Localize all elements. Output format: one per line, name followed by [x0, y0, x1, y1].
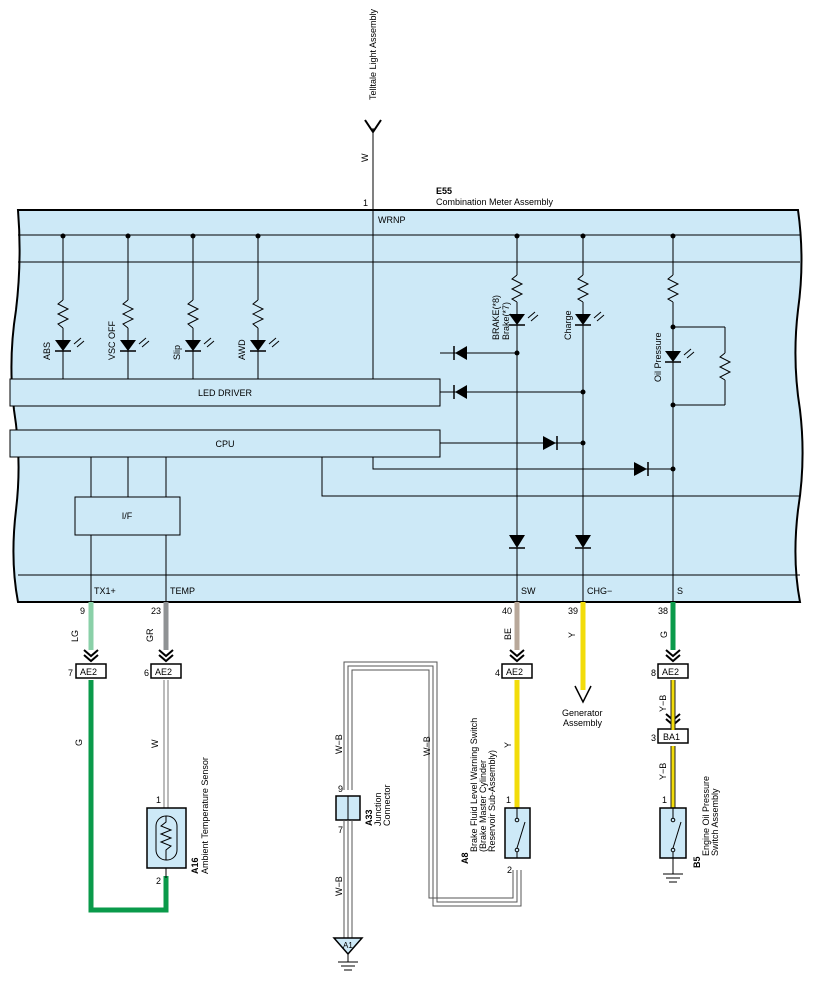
a8-line1: Brake Fluid Level Warning Switch — [469, 718, 479, 852]
generator-arrow — [574, 685, 592, 704]
connector-ae2b — [150, 649, 182, 679]
conn-ae2c-label: AE2 — [506, 667, 523, 677]
led-awd-label: AWD — [237, 339, 247, 360]
a33-line1: Junction — [373, 792, 383, 826]
a8-code: A8 — [460, 852, 470, 864]
ground-a1-triangle — [332, 937, 364, 956]
led-charge-label: Charge — [563, 310, 573, 340]
b5-line1: Engine Oil Pressure — [701, 776, 711, 856]
a16-code: A16 — [190, 857, 200, 874]
conn-ae2a-label: AE2 — [80, 667, 97, 677]
pin-sw-name: SW — [521, 586, 536, 596]
generator-line1: Generator — [562, 708, 603, 718]
wire-s-label: G — [659, 631, 669, 638]
pin-chg-name: CHG− — [587, 586, 612, 596]
led-vsc-label: VSC OFF — [107, 320, 117, 360]
pin-s-name: S — [677, 586, 683, 596]
connector-group — [75, 649, 689, 744]
pin-temp-name: TEMP — [170, 586, 195, 596]
led-abs-label: ABS — [42, 342, 52, 360]
b5-line2: Switch Assembly — [710, 788, 720, 856]
charge-cpu-diode — [543, 436, 556, 450]
wire-g-label: G — [74, 739, 84, 746]
conn-ae2d-label: AE2 — [662, 667, 679, 677]
meter-name: Combination Meter Assembly — [436, 197, 554, 207]
ground-a1-label: A1 — [343, 941, 353, 950]
wire-g-loop — [88, 680, 169, 913]
b5-pin1: 1 — [662, 795, 667, 805]
conn-ae2d-pin: 8 — [651, 668, 656, 678]
a8-pin1: 1 — [506, 795, 511, 805]
wire-be-label: BE — [503, 628, 513, 640]
generator-line2: Assembly — [563, 718, 603, 728]
pin-sw-num: 40 — [502, 606, 512, 616]
if-block — [74, 496, 181, 536]
if-label: I/F — [122, 511, 133, 521]
conn-ae2a-pin: 7 — [68, 668, 73, 678]
conn-ba1-label: BA1 — [663, 732, 680, 742]
a8-line3: Reservoir Sub-Assembly) — [487, 750, 497, 852]
a8-wire-label: Y — [503, 742, 513, 748]
a16-name: Ambient Temperature Sensor — [200, 757, 210, 874]
b5-wire-label-2: Y−B — [658, 763, 668, 780]
led-awd: AWD — [237, 233, 280, 379]
wire-w-label: W — [150, 739, 160, 748]
led-vsc: VSC OFF — [107, 233, 150, 379]
led-slip-label: Slip — [172, 345, 182, 360]
brake-driver-diode — [455, 346, 467, 360]
led-slip: Slip — [172, 233, 215, 379]
b5-wire-label-1: Y−B — [658, 695, 668, 712]
pin-tx-name: TX1+ — [94, 586, 116, 596]
pin-s-num: 38 — [658, 606, 668, 616]
a16-pin1: 1 — [156, 795, 161, 805]
connector-ae2d — [657, 649, 689, 679]
charge-driver-diode — [455, 385, 467, 399]
a33-pin-top: 9 — [338, 784, 343, 794]
wire-lg-label: LG — [70, 630, 80, 642]
a33-wire-top: W−B — [334, 734, 344, 754]
pin-temp-num: 23 — [151, 606, 161, 616]
led-driver-label: LED DRIVER — [198, 388, 253, 398]
conn-ae2b-label: AE2 — [155, 667, 172, 677]
left-led-group: ABS VSC OFF Slip AWD — [42, 233, 280, 379]
cpu-label: CPU — [215, 439, 234, 449]
brake-column — [509, 233, 539, 602]
wb-loop-wire — [343, 661, 522, 907]
a33-pin-bottom: 7 — [338, 825, 343, 835]
wire-gr-label: GR — [145, 628, 155, 642]
oil-column — [665, 233, 732, 602]
telltale-label: Telltale Light Assembly — [368, 8, 378, 100]
led-brake-label-1: BRAKE(*8) — [491, 295, 501, 340]
a16-pin2: 2 — [156, 876, 161, 886]
a8-pin2: 2 — [507, 865, 512, 875]
b5-code: B5 — [692, 856, 702, 868]
a33-line2: Connector — [382, 784, 392, 826]
led-abs: ABS — [42, 233, 85, 379]
meter-code: E55 — [436, 186, 452, 196]
a33-wire-loop: W−B — [422, 736, 432, 756]
wrnp-label: WRNP — [378, 215, 406, 225]
led-oil-label: Oil Pressure — [653, 332, 663, 382]
connector-ae2a — [75, 649, 107, 679]
connector-ae2c — [501, 649, 533, 679]
a8-line2: (Brake Master Cylinder — [478, 760, 488, 852]
oil-cpu-diode — [634, 462, 647, 476]
pin-chg-num: 39 — [568, 606, 578, 616]
telltale-wire-color: W — [360, 153, 370, 162]
conn-ba1-pin: 3 — [651, 733, 656, 743]
a33-wire-bottom: W−B — [334, 876, 344, 896]
a33-code: A33 — [364, 809, 374, 826]
telltale-pin: 1 — [363, 198, 368, 208]
conn-ae2c-pin: 4 — [495, 668, 500, 678]
conn-ae2b-pin: 6 — [144, 668, 149, 678]
wire-chg-label: Y — [567, 632, 577, 638]
led-brake-label-2: Brake(*7) — [501, 302, 511, 340]
cpu-aux-line — [321, 457, 800, 497]
oil-cpu-line — [372, 457, 673, 470]
led-driver-block — [9, 378, 441, 407]
pin-tx-num: 9 — [80, 606, 85, 616]
charge-column — [575, 233, 605, 602]
